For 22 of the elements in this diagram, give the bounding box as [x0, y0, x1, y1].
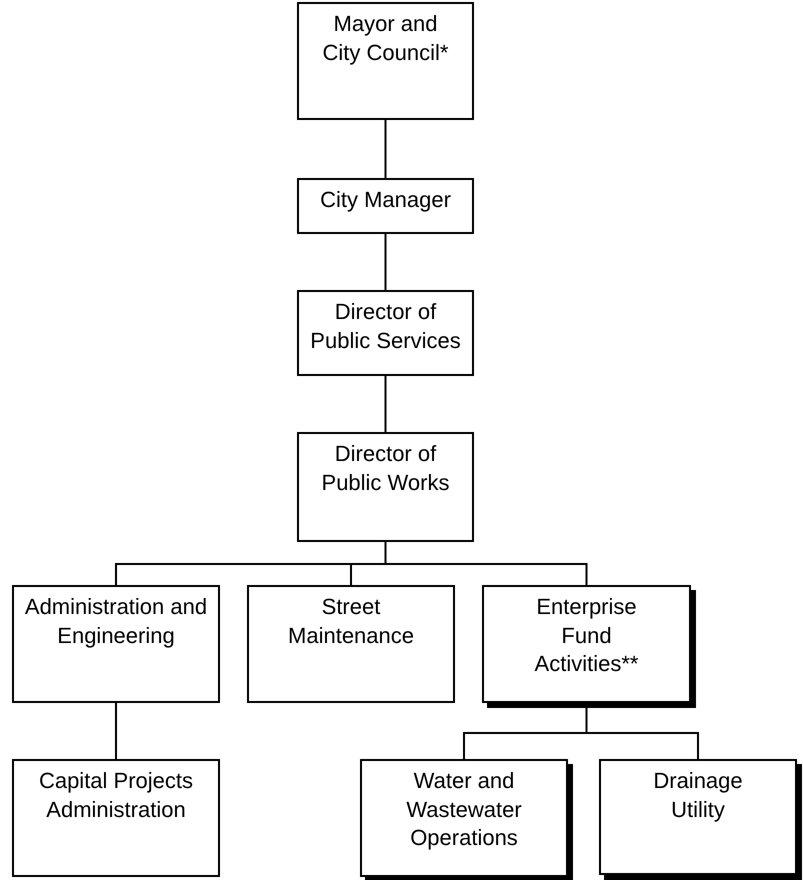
box-label: Water and Wastewater Operations	[405, 767, 523, 852]
box-label: Director of Public Services	[309, 298, 462, 355]
box-label: Mayor and City Council*	[322, 10, 450, 67]
org-box	[297, 2, 474, 120]
org-box	[247, 585, 455, 703]
box-label: Administration and Engineering	[24, 593, 208, 650]
org-box	[12, 759, 220, 877]
box-label: Street Maintenance	[288, 593, 414, 650]
connector-line	[384, 542, 588, 585]
box-label: Enterprise Fund Activities**	[534, 593, 640, 678]
connector-line	[384, 234, 386, 290]
org-box	[297, 290, 474, 376]
org-box	[297, 178, 474, 234]
box-label: Capital Projects Administration	[38, 767, 194, 824]
org-box	[12, 585, 220, 703]
box-label: Drainage Utility	[652, 767, 744, 824]
box-label: City Manager	[320, 186, 451, 214]
org-box	[297, 432, 474, 542]
connector-line	[384, 376, 386, 432]
connector-line	[115, 703, 117, 759]
connector-line	[384, 120, 386, 178]
box-label: Director of Public Works	[321, 440, 450, 497]
